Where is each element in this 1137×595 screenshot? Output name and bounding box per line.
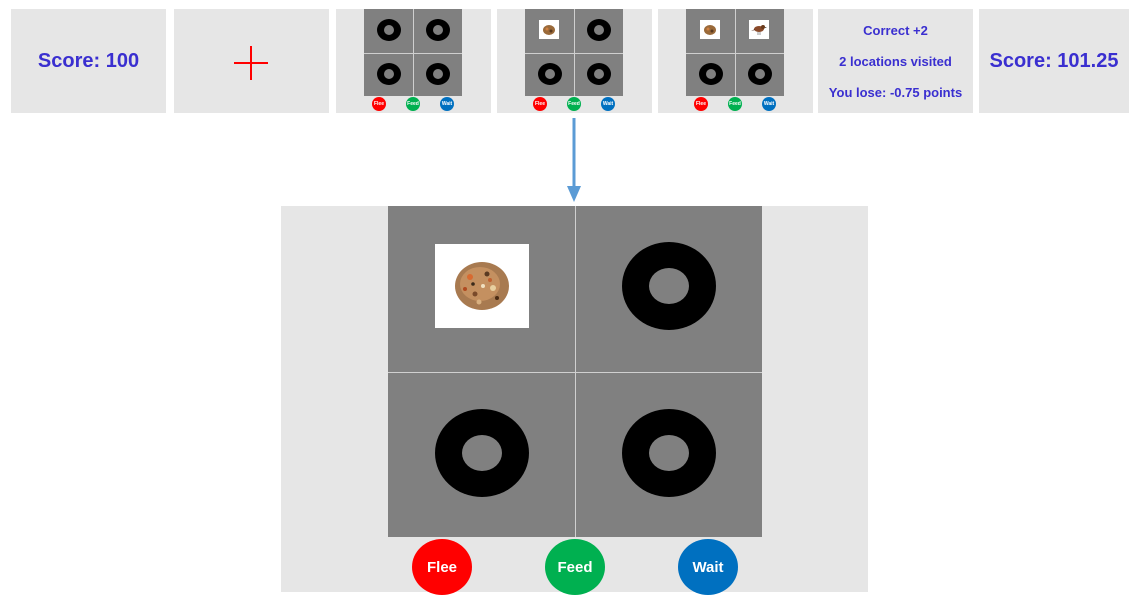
feedback-loss: You lose: -0.75 points — [828, 85, 963, 100]
feedback-locations: 2 locations visited — [839, 54, 952, 69]
score-end-text: Score: 101.25 — [989, 49, 1119, 72]
ring-icon — [622, 242, 716, 330]
seed-pile-icon — [435, 244, 529, 328]
fixation-panel — [174, 9, 329, 113]
bird-icon — [749, 20, 769, 39]
ring-icon — [426, 63, 450, 85]
zoomed-trial-panel: Flee Feed Wait — [281, 206, 868, 595]
down-arrow-icon — [567, 118, 581, 202]
score-start-text: Score: 100 — [37, 49, 140, 72]
flee-button[interactable]: Flee — [412, 539, 472, 595]
seed-pile-icon — [700, 20, 720, 39]
mini-grid — [364, 9, 462, 96]
score-start-panel: Score: 100 — [11, 9, 166, 113]
wait-button[interactable]: Wait — [440, 97, 454, 111]
mini-grid — [525, 9, 623, 96]
trial-panel-3: Flee Feed Wait — [658, 9, 813, 113]
flee-button[interactable]: Flee — [372, 97, 386, 111]
ring-icon — [426, 19, 450, 41]
feedback-correct: Correct +2 — [863, 23, 928, 38]
feed-button[interactable]: Feed — [728, 97, 742, 111]
mini-grid — [686, 9, 784, 96]
feed-button[interactable]: Feed — [545, 539, 605, 595]
seed-pile-icon — [539, 20, 559, 39]
ring-icon — [622, 409, 716, 497]
ring-icon — [538, 63, 562, 85]
score-end-panel: Score: 101.25 — [979, 9, 1129, 113]
flee-button[interactable]: Flee — [533, 97, 547, 111]
feed-button[interactable]: Feed — [567, 97, 581, 111]
wait-button[interactable]: Wait — [601, 97, 615, 111]
flee-button[interactable]: Flee — [694, 97, 708, 111]
trial-panel-2: Flee Feed Wait — [497, 9, 652, 113]
ring-icon — [699, 63, 723, 85]
fixation-cross-icon — [234, 46, 268, 80]
ring-icon — [748, 63, 772, 85]
wait-button[interactable]: Wait — [762, 97, 776, 111]
ring-icon — [377, 19, 401, 41]
ring-icon — [435, 409, 529, 497]
large-grid — [388, 206, 762, 537]
ring-icon — [587, 19, 611, 41]
feed-button[interactable]: Feed — [406, 97, 420, 111]
wait-button[interactable]: Wait — [678, 539, 738, 595]
feedback-panel: Correct +2 2 locations visited You lose:… — [818, 9, 973, 113]
trial-panel-1: Flee Feed Wait — [336, 9, 491, 113]
ring-icon — [377, 63, 401, 85]
ring-icon — [587, 63, 611, 85]
